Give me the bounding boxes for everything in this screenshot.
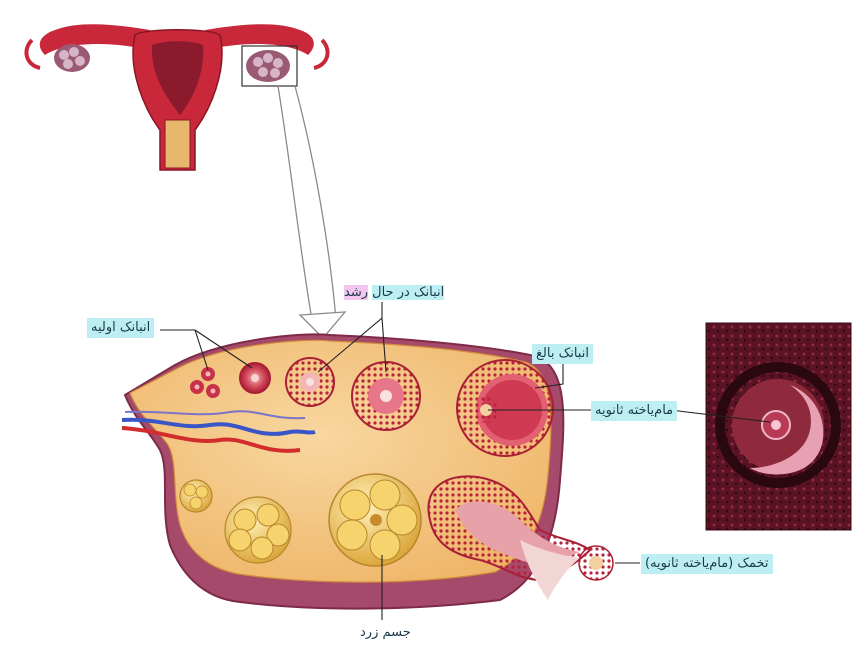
label-ovum-released: تخمک (مام‌یاخته ثانویه) <box>641 554 773 574</box>
follicle-micrograph <box>706 323 851 530</box>
label-corpus-luteum: جسم زرد <box>356 623 415 643</box>
label-growing-follicle-a: انبانک در حال <box>372 285 444 300</box>
label-mature-follicle: انبانک بالغ <box>532 344 593 364</box>
mature-follicle <box>457 360 553 456</box>
label-primary-follicle: انبانک اولیه <box>87 318 154 338</box>
left-ovary-small <box>54 44 90 72</box>
right-ovary-small <box>246 50 290 82</box>
label-secondary-oocyte: مام‌یاخته ثانویه <box>591 401 677 421</box>
label-growing-follicle: انبانک در حال رشد <box>340 283 448 303</box>
uterus-illustration <box>26 24 327 170</box>
zoom-arrow <box>278 86 345 338</box>
label-growing-follicle-b: رشد <box>344 285 368 300</box>
